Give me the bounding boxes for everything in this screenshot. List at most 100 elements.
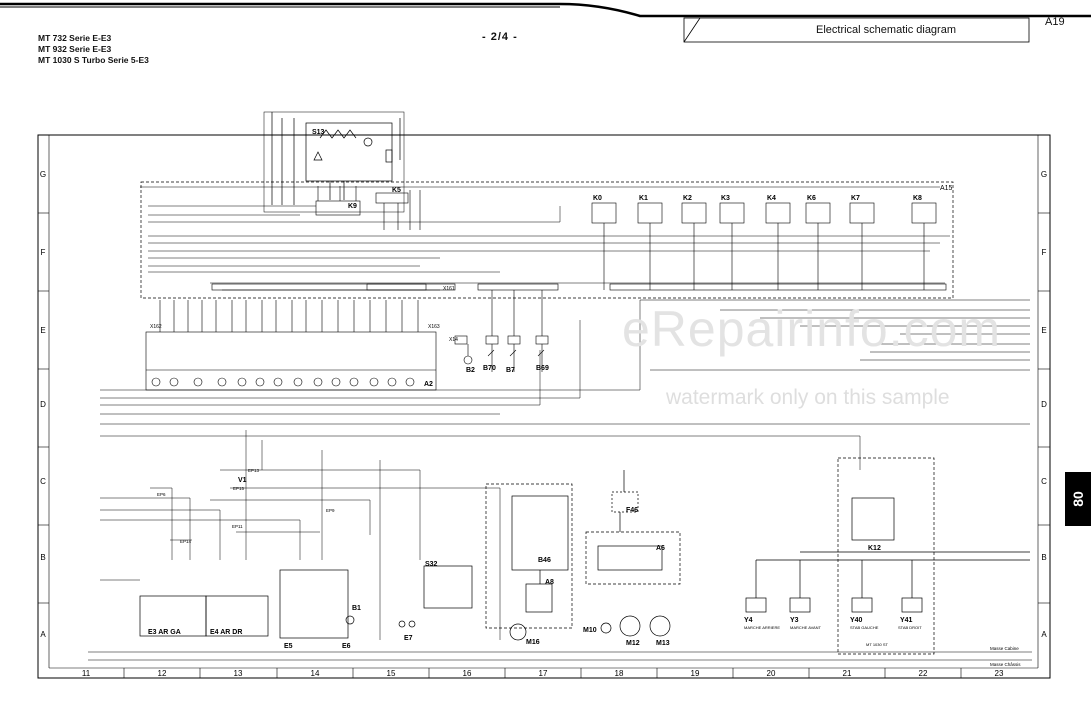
component-label: K8	[913, 195, 922, 202]
connector-label: X14	[449, 337, 458, 343]
model-line: MT 732 Serie E-E3	[38, 33, 112, 43]
model-line: MT 1030 S Turbo Serie 5-E3	[38, 55, 149, 65]
component-label: K2	[683, 195, 692, 202]
ground-rails	[88, 651, 1032, 661]
component-label: K7	[851, 195, 860, 202]
model-line: MT 932 Serie E-E3	[38, 44, 112, 54]
row-label: E	[1041, 326, 1046, 335]
row-label: C	[1041, 477, 1047, 486]
component-label: K0	[593, 195, 602, 202]
connector-label: X162	[150, 324, 162, 330]
section-code: A19	[1045, 16, 1065, 28]
component-label: STAB GAUCHE	[850, 625, 879, 630]
connector-label: X161	[443, 286, 455, 292]
component-label: E6	[342, 643, 351, 650]
watermark-sub: watermark only on this sample	[666, 386, 950, 409]
component-label: V1	[238, 477, 247, 484]
column-label: 11	[82, 669, 91, 678]
row-label: D	[40, 400, 46, 409]
lamp-connectors	[139, 569, 416, 639]
section-tab: 80	[1065, 472, 1091, 526]
column-label: 19	[691, 669, 700, 678]
component-label: E7	[404, 635, 413, 642]
component-label: EP9	[326, 508, 335, 513]
column-label: 16	[463, 669, 472, 678]
component-label: B7	[506, 367, 515, 374]
component-label: STAB DROIT	[898, 625, 922, 630]
bus-wires	[140, 186, 950, 291]
component-label: K3	[721, 195, 730, 202]
component-label: A8	[545, 579, 554, 586]
component-label: Y41	[900, 617, 913, 624]
component-label: M12	[626, 640, 640, 647]
component-label: K4	[767, 195, 776, 202]
row-label: B	[1041, 553, 1046, 562]
component-label: MARCHE ARRIERE	[744, 625, 780, 630]
row-label: C	[40, 477, 46, 486]
component-label: EP6	[157, 492, 166, 497]
row-label: A	[1041, 630, 1047, 639]
d-row-wires	[100, 300, 1030, 470]
component-label: K6	[807, 195, 816, 202]
header-swoosh	[0, 2, 1091, 18]
column-label: 22	[919, 669, 928, 678]
component-label: M16	[526, 639, 540, 646]
component-label: A6	[656, 545, 665, 552]
column-label: 14	[311, 669, 320, 678]
component-label: B69	[536, 365, 549, 372]
component-label: Y40	[850, 617, 863, 624]
frame-border	[37, 134, 1051, 679]
component-label: K12	[868, 545, 881, 552]
watermark-main: eRepairinfo.com	[622, 301, 1002, 357]
row-label: G	[40, 170, 46, 179]
a2-instrument-panel	[145, 300, 437, 391]
column-label: 12	[158, 669, 167, 678]
component-label: K9	[348, 203, 357, 210]
component-label: EP13	[248, 468, 260, 473]
column-label: 15	[387, 669, 396, 678]
s13-switch-block	[263, 111, 405, 213]
title-box	[683, 17, 1030, 43]
component-label: A15	[940, 185, 953, 192]
component-label: MARCHE AVANT	[790, 625, 822, 630]
page-title: Electrical schematic diagram	[816, 24, 956, 36]
component-label: B2	[466, 367, 475, 374]
row-label: F	[1042, 248, 1047, 257]
component-label: MT 1030 ST	[866, 642, 888, 647]
row-label: B	[40, 553, 45, 562]
component-label: S32	[425, 561, 438, 568]
component-label: EP11	[232, 524, 243, 529]
relay-bank	[591, 202, 937, 290]
component-label: EP15	[233, 486, 245, 491]
column-label: 17	[539, 669, 548, 678]
component-label: S13	[312, 129, 325, 136]
component-label: K5	[392, 187, 401, 194]
component-label: B46	[538, 557, 551, 564]
row-label: G	[1041, 170, 1047, 179]
column-label: 20	[767, 669, 776, 678]
component-label: EP14	[180, 539, 192, 544]
component-label: Masse Châssis	[990, 662, 1021, 667]
column-label: 21	[843, 669, 852, 678]
page-indicator: - 2/4 -	[482, 31, 518, 43]
column-label: 13	[234, 669, 243, 678]
component-label: F46	[626, 507, 638, 514]
row-label: F	[41, 248, 46, 257]
component-label: Y3	[790, 617, 799, 624]
connector-label: X163	[428, 324, 440, 330]
row-label: E	[40, 326, 45, 335]
component-label: E4 AR DR	[210, 629, 242, 636]
component-label: Masse Cabine	[990, 646, 1019, 651]
component-label: B70	[483, 365, 496, 372]
column-label: 18	[615, 669, 624, 678]
component-label: M13	[656, 640, 670, 647]
component-label: E3 AR GA	[148, 629, 181, 636]
component-label: B1	[352, 605, 361, 612]
model-list: MT 732 Serie E-E3 MT 932 Serie E-E3 MT 1…	[38, 33, 149, 66]
component-label: Y4	[744, 617, 753, 624]
component-label: K1	[639, 195, 648, 202]
component-label: A2	[424, 381, 433, 388]
row-label: D	[1041, 400, 1047, 409]
component-label: M10	[583, 627, 597, 634]
a15-board	[140, 181, 954, 299]
